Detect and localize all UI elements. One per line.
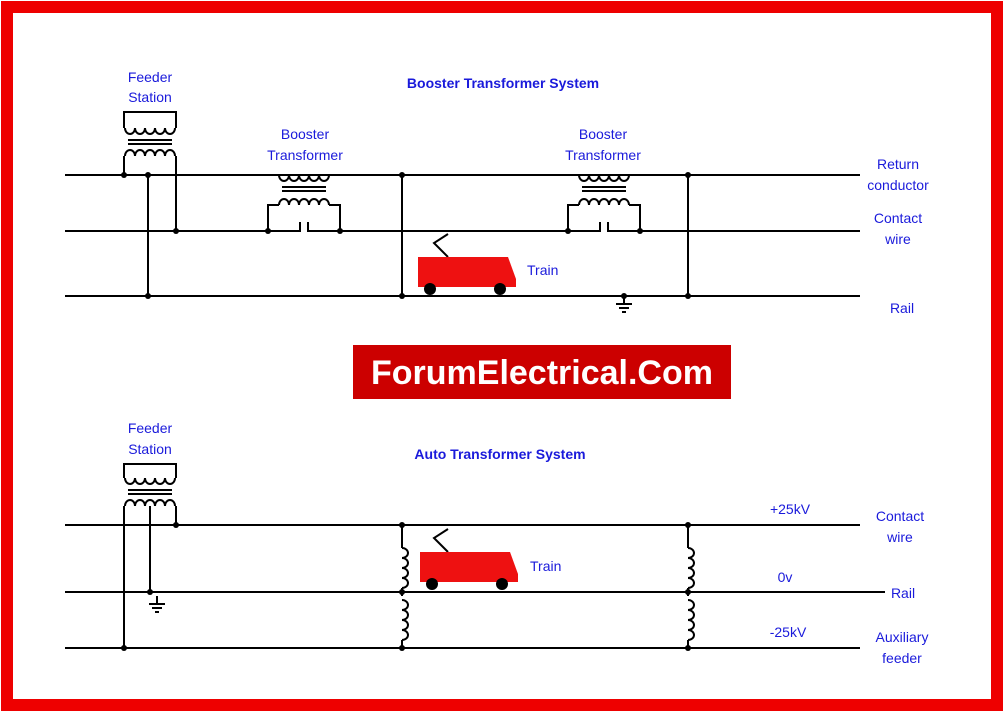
auto-feeder-transformer-symbol <box>121 463 179 651</box>
voltage-zero-label: 0v <box>778 569 793 585</box>
contact-wire-label: Contact <box>874 210 922 226</box>
auto-contact-wire-label: Contact <box>876 508 924 524</box>
auxiliary-feeder-label-2: feeder <box>882 650 922 666</box>
booster-transformer-1-label-2: Transformer <box>267 147 343 163</box>
feeder-station-label: Feeder <box>128 69 173 85</box>
train-icon <box>418 233 516 295</box>
watermark-banner: ForumElectrical.Com <box>353 345 731 399</box>
ground-icon <box>615 293 633 313</box>
booster-transformer-system: Booster Transformer System Feeder Statio… <box>65 69 929 316</box>
auto-system-title: Auto Transformer System <box>414 446 585 462</box>
booster-transformer-2-symbol <box>565 174 643 234</box>
rail-label: Rail <box>890 300 914 316</box>
return-conductor-label: Return <box>877 156 919 172</box>
booster-system-title: Booster Transformer System <box>407 75 599 91</box>
auto-transformer-2-symbol <box>685 522 695 651</box>
contact-wire-label-2: wire <box>884 231 911 247</box>
auto-train-label: Train <box>530 558 561 574</box>
feeder-station-label-2: Station <box>128 89 172 105</box>
booster-transformer-1-label: Booster <box>281 126 330 142</box>
feeder-transformer-symbol <box>121 111 179 299</box>
auto-feeder-station-label-2: Station <box>128 441 172 457</box>
voltage-negative-label: -25kV <box>770 624 807 640</box>
watermark-text: ForumElectrical.Com <box>371 354 713 392</box>
auto-transformer-system: Auto Transformer System Feeder Station <box>65 420 928 666</box>
booster-transformer-2-label: Booster <box>579 126 628 142</box>
voltage-positive-label: +25kV <box>770 501 811 517</box>
auto-transformer-1-symbol <box>399 522 409 651</box>
auto-train-icon <box>420 528 518 590</box>
auto-rail-label: Rail <box>891 585 915 601</box>
red-frame <box>1 1 1003 711</box>
train-label: Train <box>527 262 558 278</box>
return-conductor-label-2: conductor <box>867 177 929 193</box>
auto-contact-wire-label-2: wire <box>886 529 913 545</box>
auto-feeder-station-label: Feeder <box>128 420 173 436</box>
auxiliary-feeder-label: Auxiliary <box>876 629 929 645</box>
booster-transformer-2-label-2: Transformer <box>565 147 641 163</box>
booster-transformer-1-symbol <box>265 174 343 234</box>
